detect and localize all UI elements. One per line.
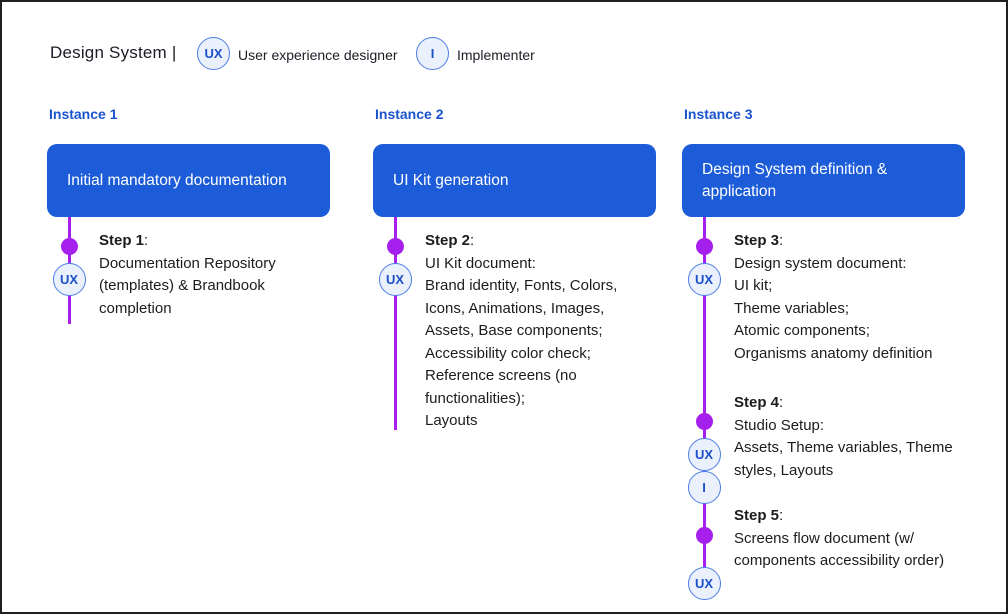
- timeline-line: [702, 217, 706, 583]
- step-2-colon: :: [470, 232, 475, 249]
- instance-1-header-box: Initial mandatory documentation: [47, 144, 330, 217]
- legend-ux-badge: UX: [197, 37, 230, 70]
- timeline-dot: [60, 237, 78, 255]
- step-2-ux-badge: UX: [378, 262, 412, 296]
- instance-3-header-box: Design System definition & application: [682, 144, 965, 217]
- step-5-ux-badge: UX: [687, 566, 721, 600]
- timeline-line: [393, 217, 397, 430]
- step-2-body: UI Kit document: Brand identity, Fonts, …: [425, 254, 618, 430]
- legend-ux-label: User experience designer: [238, 47, 398, 63]
- step-4-ux-badge: UX: [687, 437, 721, 471]
- step-3-label: Step 3: [734, 232, 780, 249]
- step-4-ux-badge-text: UX: [694, 446, 714, 462]
- step-2-ux-badge-text: UX: [385, 271, 405, 287]
- step-2-heading: Step 2:: [425, 230, 663, 253]
- column-instance-3: Instance 3 Design System definition & ap…: [682, 106, 965, 606]
- step-2-label: Step 2: [425, 232, 471, 249]
- legend-ux-badge-text: UX: [204, 46, 223, 61]
- step-3-colon: :: [779, 232, 784, 249]
- legend-implementer-badge-text: I: [430, 46, 435, 61]
- step-3-body: Design system document: UI kit; Theme va…: [734, 254, 933, 362]
- step-4-implementer-badge-text: I: [702, 479, 706, 495]
- step-5-text: Step 5: Screens flow document (w/ compon…: [734, 505, 972, 573]
- step-3-heading: Step 3:: [734, 230, 972, 253]
- step-1-label: Step 1: [99, 232, 145, 249]
- column-instance-2: Instance 2 UI Kit generation UX Step 2: …: [373, 106, 656, 586]
- timeline-dot: [695, 526, 713, 544]
- instance-2-label: Instance 2: [375, 106, 444, 122]
- step-2-text: Step 2: UI Kit document: Brand identity,…: [425, 230, 663, 433]
- step-3-ux-badge: UX: [687, 262, 721, 296]
- step-4-label: Step 4: [734, 394, 780, 411]
- step-3-text: Step 3: Design system document: UI kit; …: [734, 230, 972, 365]
- step-5-colon: :: [779, 507, 784, 524]
- step-5-heading: Step 5:: [734, 505, 972, 528]
- step-1-colon: :: [144, 232, 149, 249]
- step-5-ux-badge-text: UX: [694, 575, 714, 591]
- column-instance-1: Instance 1 Initial mandatory documentati…: [47, 106, 330, 586]
- legend-implementer-badge: I: [416, 37, 449, 70]
- step-4-body: Studio Setup: Assets, Theme variables, T…: [734, 416, 953, 479]
- step-4-colon: :: [779, 394, 784, 411]
- step-4-text: Step 4: Studio Setup: Assets, Theme vari…: [734, 392, 972, 482]
- step-1-heading: Step 1:: [99, 230, 337, 253]
- step-1-ux-badge-text: UX: [59, 271, 79, 287]
- step-1-text: Step 1: Documentation Repository (templa…: [99, 230, 337, 320]
- step-4-implementer-badge: I: [687, 470, 721, 504]
- timeline-dot: [386, 237, 404, 255]
- timeline-dot: [695, 412, 713, 430]
- step-5-label: Step 5: [734, 507, 780, 524]
- timeline-dot: [695, 237, 713, 255]
- step-1-ux-badge: UX: [52, 262, 86, 296]
- instance-2-header-box: UI Kit generation: [373, 144, 656, 217]
- step-5-body: Screens flow document (w/ components acc…: [734, 529, 945, 570]
- page-title: Design System |: [50, 43, 177, 62]
- legend-implementer-label: Implementer: [457, 47, 535, 63]
- instance-3-label: Instance 3: [684, 106, 753, 122]
- step-4-heading: Step 4:: [734, 392, 972, 415]
- step-3-ux-badge-text: UX: [694, 271, 714, 287]
- step-1-body: Documentation Repository (templates) & B…: [99, 254, 276, 317]
- instance-1-label: Instance 1: [49, 106, 118, 122]
